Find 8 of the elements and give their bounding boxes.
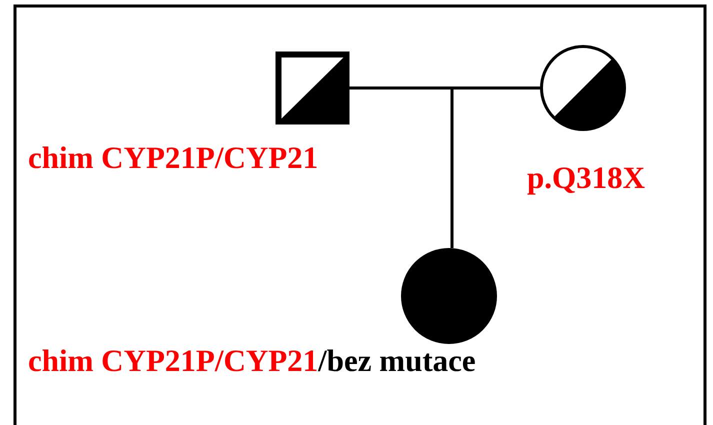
genotype-label: chim CYP21P/CYP21 bbox=[28, 140, 318, 175]
genotype-label: p.Q318X bbox=[527, 160, 645, 195]
female-symbol bbox=[540, 45, 626, 131]
genotype-label: /bez mutace bbox=[318, 343, 476, 378]
male-symbol bbox=[277, 53, 348, 123]
female-symbol bbox=[401, 248, 497, 344]
descent-line bbox=[450, 86, 540, 248]
genotype-label: chim CYP21P/CYP21 bbox=[28, 343, 318, 378]
